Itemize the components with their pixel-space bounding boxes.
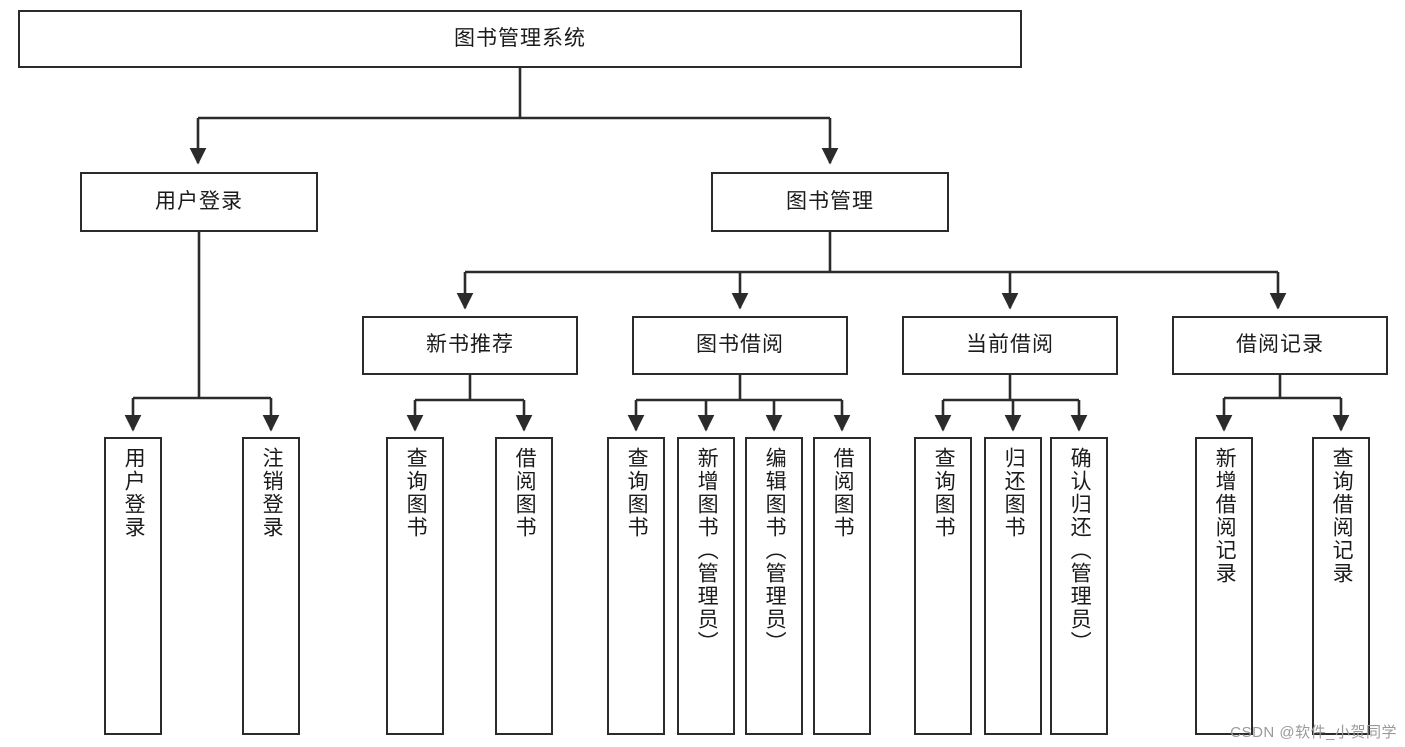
node-leaf-query-book-3[interactable]: 查询图书 bbox=[914, 437, 972, 735]
node-current-borrow[interactable]: 当前借阅 bbox=[902, 316, 1118, 375]
node-leaf-query-book-1-label: 查询图书 bbox=[404, 447, 428, 539]
node-book-borrow-label: 图书借阅 bbox=[696, 333, 784, 357]
node-leaf-query-book-3-label: 查询图书 bbox=[932, 447, 956, 539]
node-user-login-label: 用户登录 bbox=[155, 189, 243, 213]
node-user-login[interactable]: 用户登录 bbox=[80, 172, 318, 232]
node-leaf-query-book-1[interactable]: 查询图书 bbox=[386, 437, 444, 735]
node-root[interactable]: 图书管理系统 bbox=[18, 10, 1022, 68]
node-leaf-query-book-2-label: 查询图书 bbox=[625, 447, 649, 539]
node-leaf-borrow-book-1-label: 借阅图书 bbox=[513, 447, 537, 539]
node-leaf-query-book-2[interactable]: 查询图书 bbox=[607, 437, 665, 735]
node-new-book-recommend[interactable]: 新书推荐 bbox=[362, 316, 578, 375]
node-root-label: 图书管理系统 bbox=[454, 26, 586, 50]
node-leaf-user-login-label: 用户登录 bbox=[122, 447, 146, 539]
node-new-book-recommend-label: 新书推荐 bbox=[426, 333, 514, 357]
node-current-borrow-label: 当前借阅 bbox=[966, 333, 1054, 357]
node-leaf-query-record-label: 查询借阅记录 bbox=[1330, 447, 1354, 585]
node-leaf-confirm-return[interactable]: 确认归还（管理员） bbox=[1050, 437, 1108, 735]
node-leaf-borrow-book-2[interactable]: 借阅图书 bbox=[813, 437, 871, 735]
node-book-manage-label: 图书管理 bbox=[786, 189, 874, 213]
node-leaf-add-book[interactable]: 新增图书（管理员） bbox=[677, 437, 735, 735]
node-leaf-edit-book-label: 编辑图书（管理员） bbox=[763, 447, 787, 654]
node-leaf-add-book-label: 新增图书（管理员） bbox=[695, 447, 719, 654]
node-leaf-user-login[interactable]: 用户登录 bbox=[104, 437, 162, 735]
node-leaf-logout-login[interactable]: 注销登录 bbox=[242, 437, 300, 735]
node-book-borrow[interactable]: 图书借阅 bbox=[632, 316, 848, 375]
node-leaf-query-record[interactable]: 查询借阅记录 bbox=[1312, 437, 1370, 735]
node-leaf-add-record[interactable]: 新增借阅记录 bbox=[1195, 437, 1253, 735]
node-leaf-add-record-label: 新增借阅记录 bbox=[1213, 447, 1237, 585]
node-leaf-borrow-book-1[interactable]: 借阅图书 bbox=[495, 437, 553, 735]
node-leaf-confirm-return-label: 确认归还（管理员） bbox=[1068, 447, 1092, 654]
node-leaf-return-book[interactable]: 归还图书 bbox=[984, 437, 1042, 735]
node-leaf-edit-book[interactable]: 编辑图书（管理员） bbox=[745, 437, 803, 735]
node-leaf-logout-login-label: 注销登录 bbox=[260, 447, 284, 539]
node-leaf-return-book-label: 归还图书 bbox=[1002, 447, 1026, 539]
node-book-manage[interactable]: 图书管理 bbox=[711, 172, 949, 232]
node-borrow-record-label: 借阅记录 bbox=[1236, 333, 1324, 357]
node-leaf-borrow-book-2-label: 借阅图书 bbox=[831, 447, 855, 539]
node-borrow-record[interactable]: 借阅记录 bbox=[1172, 316, 1388, 375]
